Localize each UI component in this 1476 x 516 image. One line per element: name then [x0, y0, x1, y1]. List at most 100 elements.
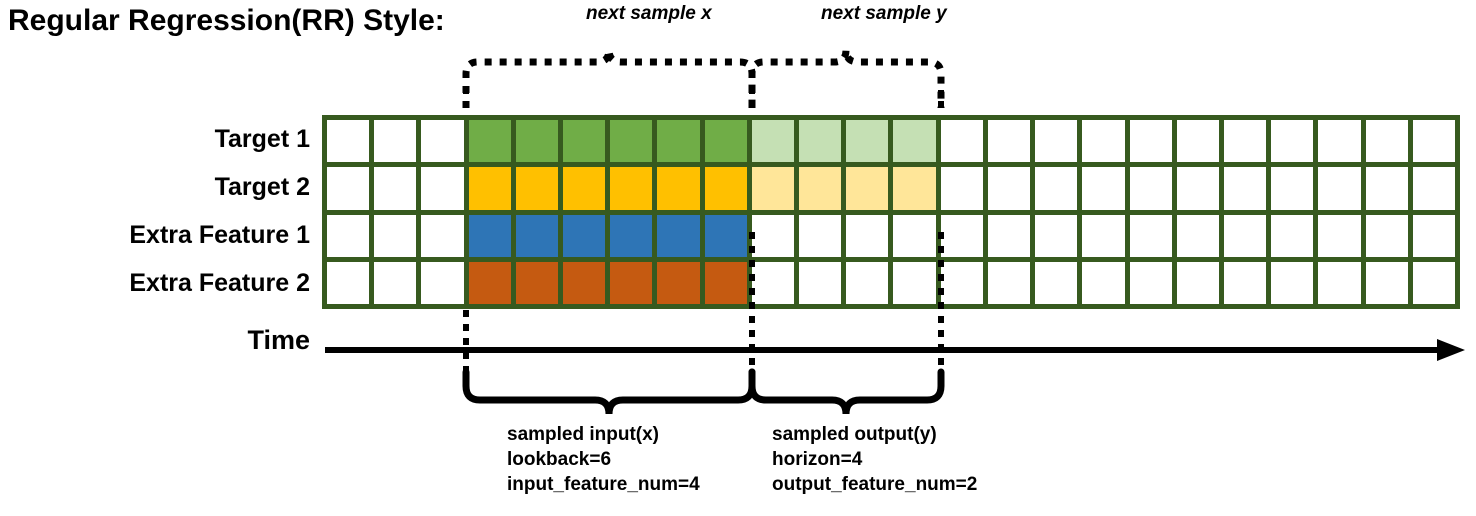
top-brace-next-y [748, 49, 945, 108]
grid-cell [327, 167, 370, 210]
grid-cell [940, 120, 983, 163]
grid-cell [846, 214, 889, 257]
grid-cell [327, 214, 370, 257]
grid-cell [704, 167, 747, 210]
grid-cell [987, 120, 1031, 163]
grid-cell [468, 261, 511, 304]
grid-cell [515, 167, 559, 210]
caption-sampled-output: sampled output(y) horizon=4 output_featu… [772, 422, 977, 497]
grid-cell [704, 120, 747, 163]
grid-cell [1082, 214, 1125, 257]
grid-cell [987, 261, 1031, 304]
grid-cell [799, 261, 842, 304]
grid-cell [657, 214, 700, 257]
grid-cell [421, 261, 464, 304]
top-brace-next-x [462, 49, 756, 108]
grid-cell [799, 167, 842, 210]
grid-cell [893, 167, 936, 210]
row-label-extra-feature-1: Extra Feature 1 [129, 221, 310, 249]
bottom-brace-sampled-output [748, 368, 945, 415]
grid-cell [610, 214, 653, 257]
grid-cell [468, 167, 511, 210]
grid-cell [374, 261, 417, 304]
next-sample-y-label: next sample y [821, 3, 947, 24]
grid-cell [610, 167, 653, 210]
grid-cell [563, 120, 606, 163]
grid-cell [1223, 120, 1267, 163]
grid-cell [515, 120, 559, 163]
grid-cell [1318, 120, 1361, 163]
grid-cell [327, 120, 370, 163]
grid-cell [1082, 261, 1125, 304]
grid-cell [751, 120, 795, 163]
page-title: Regular Regression(RR) Style: [8, 4, 445, 37]
grid-cell [1365, 167, 1408, 210]
grid-cell [987, 214, 1031, 257]
caption-input-line-3: input_feature_num=4 [507, 474, 700, 495]
grid-cell [421, 167, 464, 210]
grid-cell [327, 261, 370, 304]
grid-cell [1035, 261, 1078, 304]
grid-cell [1271, 261, 1314, 304]
grid-cell [515, 261, 559, 304]
grid-cell [704, 261, 747, 304]
grid-cell [1412, 167, 1455, 210]
grid-cell [893, 120, 936, 163]
grid-cell [1365, 261, 1408, 304]
grid-cell [751, 167, 795, 210]
grid-cell [1035, 214, 1078, 257]
grid-cell [1176, 214, 1219, 257]
timeseries-grid [322, 115, 1460, 309]
grid-cell [1223, 261, 1267, 304]
grid-cell [1412, 120, 1455, 163]
grid-cell [1129, 120, 1172, 163]
row-label-target-2: Target 2 [214, 173, 310, 201]
grid-cell [421, 120, 464, 163]
next-sample-x-label: next sample x [586, 3, 712, 24]
grid-cell [657, 167, 700, 210]
grid-cell [940, 261, 983, 304]
grid-cell [799, 214, 842, 257]
grid-cell [940, 214, 983, 257]
grid-cell [1412, 261, 1455, 304]
caption-output-line-2: horizon=4 [772, 449, 863, 470]
grid-cell [940, 167, 983, 210]
grid-cell [657, 120, 700, 163]
grid-cell [1318, 167, 1361, 210]
caption-output-line-1: sampled output(y) [772, 424, 937, 445]
grid-cell [799, 120, 842, 163]
grid-cell [374, 120, 417, 163]
grid-cell [1129, 167, 1172, 210]
grid-cell [1176, 120, 1219, 163]
grid-cell [751, 214, 795, 257]
grid-cell [1412, 214, 1455, 257]
grid-cell [1176, 261, 1219, 304]
time-axis-label: Time [247, 325, 310, 355]
grid-cell [1176, 167, 1219, 210]
grid-cell [1129, 261, 1172, 304]
grid-cell [421, 214, 464, 257]
grid-cell [1318, 261, 1361, 304]
grid-cell [468, 214, 511, 257]
grid-cell [1035, 120, 1078, 163]
grid-cell [846, 167, 889, 210]
time-axis-arrow [325, 339, 1465, 361]
grid-cell [1365, 120, 1408, 163]
grid-cell [610, 261, 653, 304]
grid-cell [893, 214, 936, 257]
caption-sampled-input: sampled input(x) lookback=6 input_featur… [507, 422, 700, 497]
grid-cell [1223, 167, 1267, 210]
grid-cell [515, 214, 559, 257]
grid-cell [1318, 214, 1361, 257]
grid-cell [1223, 214, 1267, 257]
caption-input-line-2: lookback=6 [507, 449, 612, 470]
grid-cell [1271, 167, 1314, 210]
grid-cell [751, 261, 795, 304]
grid-cell [1271, 120, 1314, 163]
row-label-extra-feature-2: Extra Feature 2 [129, 269, 310, 297]
grid-cell [1129, 214, 1172, 257]
grid-cell [846, 261, 889, 304]
grid-cell [893, 261, 936, 304]
grid-cell [563, 214, 606, 257]
